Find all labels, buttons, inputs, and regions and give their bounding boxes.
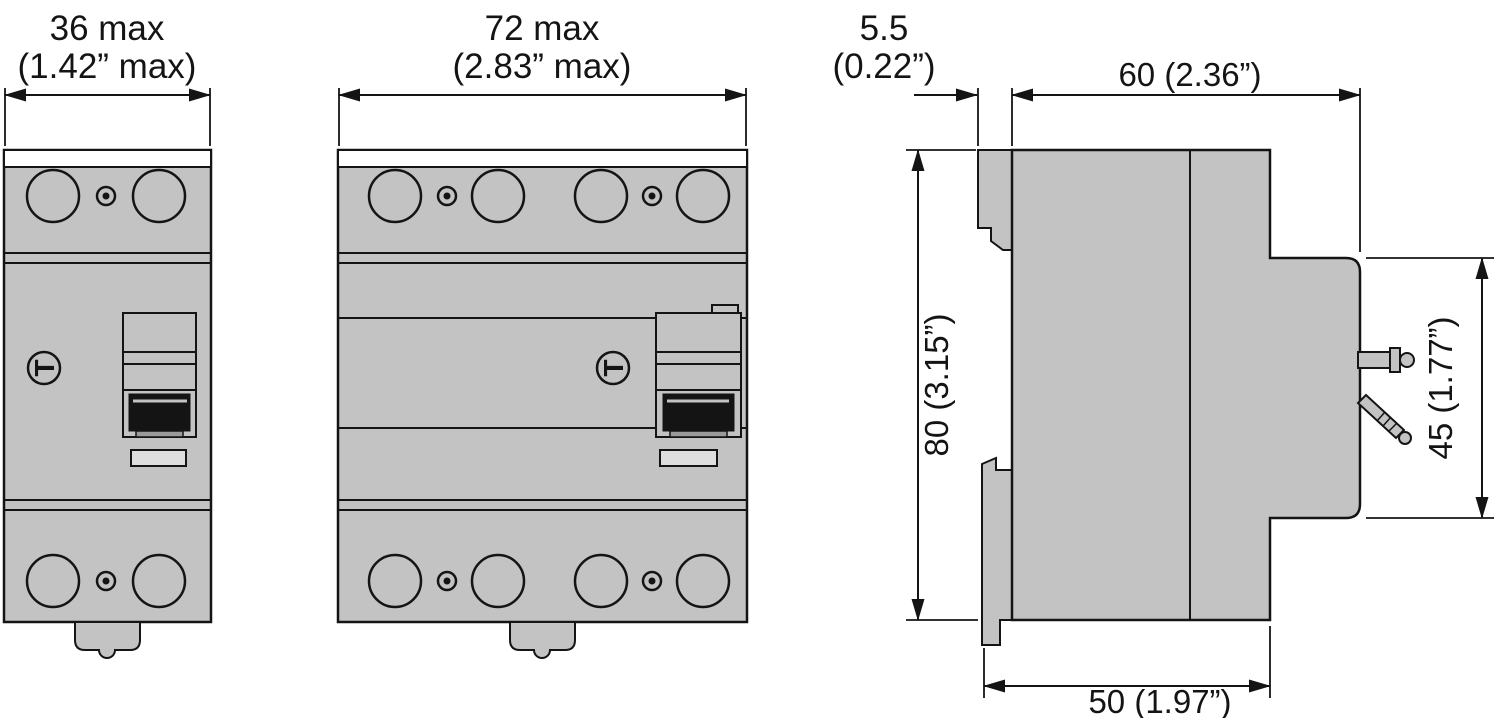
front-height-dimension: 45 (1.77”) [1366, 257, 1494, 519]
small-screw-dot [648, 192, 656, 200]
front-view-2pole: T 36 max (1.42” max) [2, 9, 213, 659]
terminal-screw [131, 168, 187, 224]
body-depth-label: 50 (1.97”) [1088, 683, 1231, 718]
toggle-foot [669, 430, 728, 438]
top-strip [3, 149, 212, 168]
side-view: 5.5 (0.22”) 60 (2.36”) 80 (3.15”) 45 (1.… [832, 9, 1494, 718]
small-screw-dot [102, 577, 110, 585]
toggle-lever [1356, 347, 1415, 445]
test-button-circle [26, 350, 62, 386]
width-label-in: (2.83” max) [453, 47, 632, 86]
terminal-screw [25, 168, 81, 224]
lever-knurl [1388, 422, 1398, 432]
body-depth-dimension: 50 (1.97”) [983, 626, 1271, 718]
terminal-screw [573, 553, 629, 609]
small-screw-dot [443, 577, 451, 585]
width-label-mm: 36 max [50, 9, 165, 48]
clip-depth-label-mm: 5.5 [860, 9, 909, 48]
lever-collar [1389, 347, 1401, 373]
marking-window [130, 449, 187, 467]
terminal-screw [573, 168, 629, 224]
clip-depth-label-in: (0.22”) [832, 47, 935, 86]
front-height-label: 45 (1.77”) [1422, 316, 1459, 459]
small-screw-dot [648, 577, 656, 585]
lever-knob [1399, 352, 1415, 368]
din-rail-clip [74, 621, 141, 659]
side-body [1010, 148, 1362, 622]
terminal-screw [367, 168, 423, 224]
top-strip [337, 149, 748, 168]
terminals-bottom [367, 553, 731, 609]
toggle-switch [122, 312, 197, 438]
depth-dimension: 60 (2.36”) [1011, 56, 1361, 252]
lever-knurl [1382, 416, 1392, 427]
test-button: T [26, 350, 62, 386]
terminal-screw [367, 553, 423, 609]
test-button-circle [595, 350, 631, 386]
lever-shaft [1357, 351, 1393, 369]
small-screw-dot [102, 192, 110, 200]
bottom-rail-clip [981, 456, 1013, 646]
height-dimension: 80 (3.15”) [906, 149, 978, 621]
clip-depth-dimension: 5.5 (0.22”) [832, 9, 1013, 146]
depth-label: 60 (2.36”) [1118, 56, 1261, 93]
small-screw-dot [443, 192, 451, 200]
terminal-screw [131, 553, 187, 609]
terminals-bottom [25, 553, 187, 609]
width-dimension: 72 max (2.83” max) [338, 9, 747, 146]
width-dimension: 36 max (1.42” max) [4, 9, 211, 146]
lever-knurl [1376, 411, 1386, 422]
marking-window [659, 449, 718, 467]
width-label-in: (1.42” max) [18, 47, 197, 86]
terminal-screw [675, 553, 731, 609]
terminal-screw [470, 553, 526, 609]
height-label: 80 (3.15”) [918, 313, 955, 456]
terminal-screw [470, 168, 526, 224]
test-button-symbol: T [598, 359, 629, 376]
toggle-switch [655, 304, 742, 438]
width-label-mm: 72 max [485, 9, 600, 48]
lever-tip-ball [1398, 431, 1412, 445]
panel-lines [4, 252, 211, 511]
top-rail-hook [977, 149, 1013, 251]
test-button-symbol: T [29, 359, 60, 376]
terminal-screw [675, 168, 731, 224]
front-view-4pole: T 72 max (2.83” max) [336, 9, 749, 659]
terminal-screw [25, 553, 81, 609]
test-button: T [595, 350, 631, 386]
terminals-top [25, 168, 187, 224]
terminals-top [367, 168, 731, 224]
din-rail-clip [509, 621, 576, 659]
toggle-foot [135, 430, 184, 438]
